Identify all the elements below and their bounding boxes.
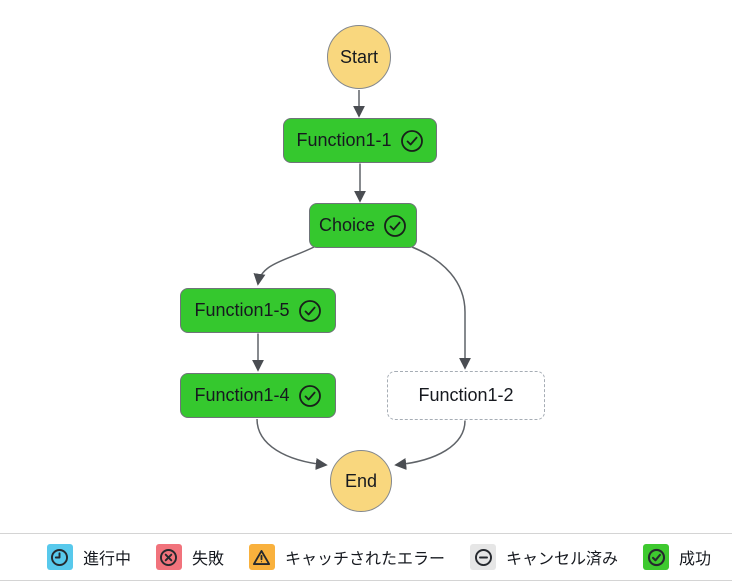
- start-label: Start: [339, 46, 378, 67]
- state-label: Choice: [318, 215, 376, 235]
- state-label: Function1-2: [418, 385, 514, 405]
- end-node[interactable]: End: [330, 450, 392, 512]
- state-node-function1-5[interactable]: Function1-5: [180, 288, 336, 333]
- check-circle-icon: [384, 214, 406, 237]
- clock-icon: [46, 544, 73, 570]
- check-circle-icon: [298, 299, 321, 322]
- edge-choice-function1-5: [253, 246, 315, 286]
- state-label: Function1-5: [194, 300, 290, 320]
- legend-label: 進行中: [82, 551, 131, 568]
- state-node-choice[interactable]: Choice: [309, 203, 417, 248]
- state-node-function1-2[interactable]: Function1-2: [387, 371, 545, 420]
- legend-item-caught-error: キャッチされたエラー: [248, 544, 445, 570]
- edge-function1-2-end: [394, 420, 466, 470]
- legend-label: 成功: [679, 551, 712, 568]
- x-circle-icon: [155, 544, 182, 570]
- state-node-function1-4[interactable]: Function1-4: [180, 373, 336, 418]
- legend-label: 失敗: [191, 551, 224, 568]
- edge-choice-function1-2: [411, 246, 471, 370]
- legend-item-succeeded: 成功: [643, 544, 711, 570]
- check-circle-icon: [643, 544, 670, 570]
- warning-triangle-icon: [248, 544, 275, 570]
- legend-label: キャッチされたエラー: [284, 551, 445, 568]
- state-label: Function1-4: [194, 385, 290, 405]
- minus-circle-icon: [470, 544, 496, 570]
- legend-item-failed: 失敗: [155, 544, 224, 570]
- start-node[interactable]: Start: [327, 25, 391, 89]
- check-circle-icon: [400, 129, 423, 152]
- check-circle-icon: [298, 384, 321, 407]
- legend-label: キャンセル済み: [506, 551, 619, 568]
- status-legend: 進行中 失敗 キャッチされたエラー: [0, 533, 732, 581]
- end-label: End: [344, 470, 378, 491]
- legend-item-cancelled: キャンセル済み: [470, 544, 618, 570]
- state-node-function1-1[interactable]: Function1-1: [283, 118, 437, 163]
- state-label: Function1-1: [296, 130, 392, 150]
- legend-item-in-progress: 進行中: [46, 544, 131, 570]
- edge-function1-4-end: [256, 418, 328, 470]
